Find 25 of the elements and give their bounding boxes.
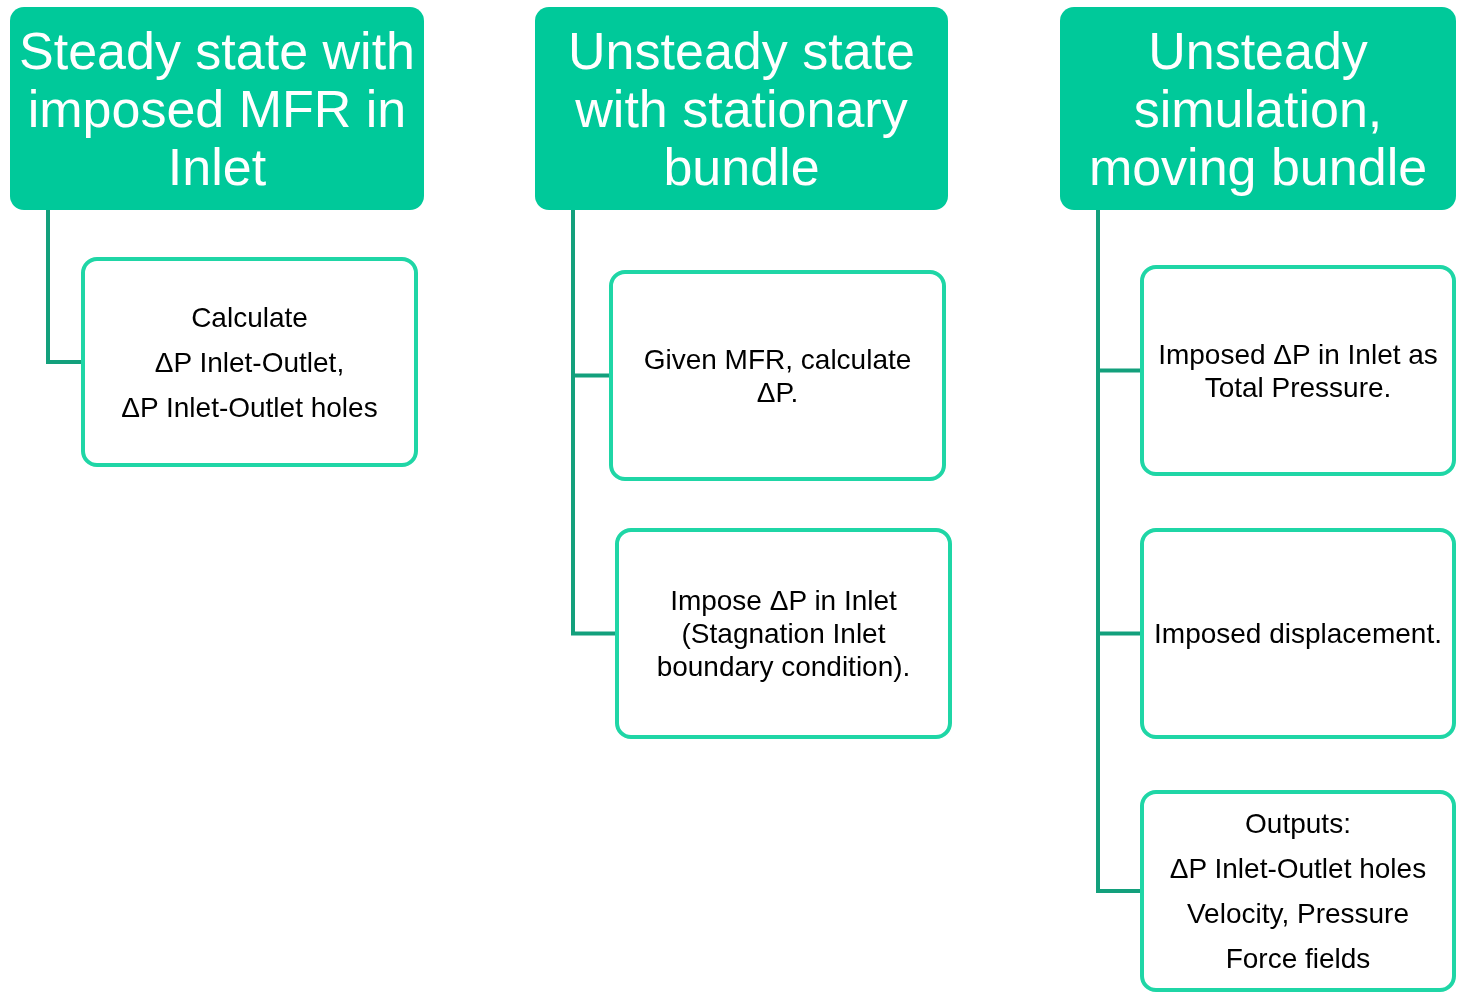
step-text: Outputs: (1245, 807, 1351, 840)
step-box (615, 528, 952, 739)
step-text: ΔP Inlet-Outlet holes (121, 390, 378, 424)
header-box (535, 7, 948, 210)
connector-line (571, 210, 615, 636)
step-text: Impose ΔP in Inlet (Stagnation Inlet boundary condition). (655, 584, 912, 683)
step-text: Imposed displacement. (1154, 617, 1442, 650)
header-title: Steady state with imposed MFR in Inlet (18, 21, 416, 196)
step-text: ΔP Inlet-Outlet holes (1169, 852, 1427, 885)
step-box (81, 257, 418, 467)
step-box (609, 270, 946, 481)
header-title: Unsteady state with stationary bundle (567, 21, 916, 196)
step-text: Force fields (1225, 942, 1371, 975)
step-box (1140, 790, 1456, 992)
header-box (10, 7, 424, 210)
header-box (1060, 7, 1456, 210)
step-text: Imposed ΔP in Inlet as Total Pressure. (1157, 337, 1439, 404)
step-text: Calculate (191, 300, 308, 334)
step-box (1140, 528, 1456, 739)
step-text: ΔP Inlet-Outlet, (154, 345, 345, 379)
step-text: Given MFR, calculate ΔP. (642, 342, 913, 409)
connector-line (46, 210, 81, 364)
step-text: Velocity, Pressure (1187, 897, 1409, 930)
header-title: Unsteady simulation, moving bundle (1087, 21, 1429, 196)
step-box (1140, 265, 1456, 476)
